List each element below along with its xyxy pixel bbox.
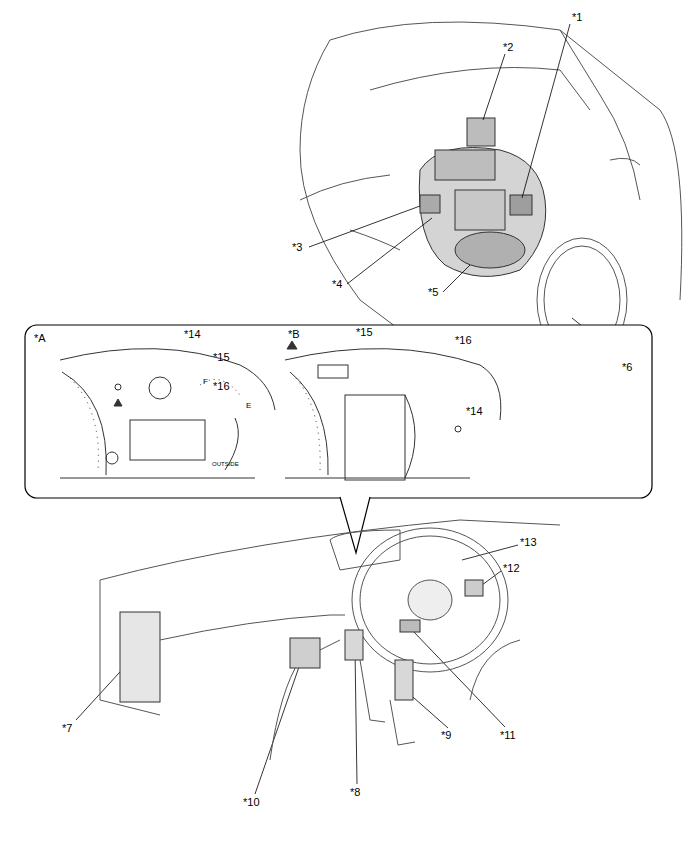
callout-number: *13 <box>520 537 537 548</box>
inset-panel <box>25 325 652 553</box>
gauge-text: F <box>203 378 208 386</box>
callout-number: *10 <box>243 797 260 808</box>
callout-number: *16 <box>455 335 472 346</box>
callout-number: *5 <box>428 287 438 298</box>
gauge-text: OUTSIDE <box>212 461 239 467</box>
callout-number: *B <box>288 329 300 340</box>
callout-number: *1 <box>572 12 582 23</box>
meter-a <box>60 349 275 478</box>
callout-number: *2 <box>503 42 513 53</box>
callout-number: *6 <box>622 362 632 373</box>
callout-number: *14 <box>466 406 483 417</box>
callout-number: *3 <box>292 242 302 253</box>
callout-number: *9 <box>441 730 451 741</box>
callout-number: *12 <box>503 563 520 574</box>
callout-number: *14 <box>184 329 201 340</box>
callout-number: *11 <box>500 730 516 741</box>
callout-number: *A <box>34 333 46 344</box>
callout-number: *15 <box>356 327 373 338</box>
callout-number: *16 <box>213 381 230 392</box>
gauge-text: E <box>246 402 251 410</box>
dashboard <box>100 520 560 760</box>
meter-b <box>285 341 501 480</box>
callout-number: *15 <box>213 352 230 363</box>
callout-number: *8 <box>350 787 360 798</box>
callout-number: *4 <box>332 279 342 290</box>
car-body <box>300 22 682 362</box>
engine-assembly <box>419 118 545 276</box>
callout-number: *7 <box>62 723 72 734</box>
